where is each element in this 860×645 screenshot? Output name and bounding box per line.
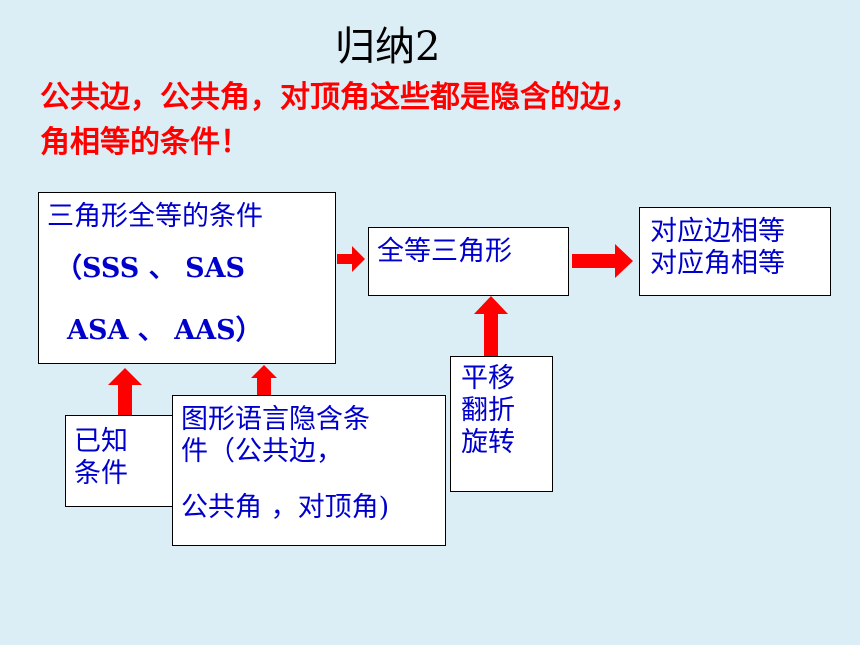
congruent-label: 全等三角形 bbox=[377, 236, 512, 267]
conditions-line-2: （SSS 、 SAS bbox=[55, 253, 246, 284]
congruent-triangles-box: 全等三角形 bbox=[368, 227, 569, 296]
figure-line-2: 件（公共边， bbox=[181, 436, 343, 467]
arrow-figure-to-conditions bbox=[251, 365, 277, 395]
conditions-line-1: 三角形全等的条件 bbox=[47, 201, 263, 232]
known-line-2: 条件 bbox=[74, 458, 128, 489]
arrow-conditions-to-congruent bbox=[337, 246, 365, 272]
highlight-line-2: 角相等的条件！ bbox=[40, 125, 250, 160]
transform-line-2: 翻折 bbox=[461, 395, 515, 426]
result-line-1: 对应边相等 bbox=[650, 216, 785, 247]
known-line-1: 已知 bbox=[74, 426, 128, 457]
known-conditions-box: 已知 条件 bbox=[65, 415, 174, 507]
arrow-congruent-to-result bbox=[572, 244, 633, 278]
implicit-conditions-box: 图形语言隐含条 件（公共边， 公共角 ，对顶角) bbox=[172, 395, 446, 546]
highlight-note: 公共边，公共角，对顶角这些都是隐含的边， 角相等的条件！ bbox=[40, 75, 830, 165]
figure-line-1: 图形语言隐含条 bbox=[181, 404, 370, 435]
transform-line-1: 平移 bbox=[461, 363, 515, 394]
result-line-2: 对应角相等 bbox=[650, 248, 785, 279]
congruence-conditions-box: 三角形全等的条件 （SSS 、 SAS ASA 、 AAS） bbox=[38, 192, 336, 364]
arrow-known-to-conditions bbox=[108, 368, 142, 415]
arrow-transform-to-congruent bbox=[474, 296, 508, 356]
transformations-box: 平移 翻折 旋转 bbox=[450, 356, 553, 492]
slide-title: 归纳2 bbox=[335, 24, 441, 70]
highlight-line-1: 公共边，公共角，对顶角这些都是隐含的边， bbox=[40, 80, 640, 115]
conditions-line-3: ASA 、 AAS） bbox=[67, 315, 263, 346]
corresponding-equal-box: 对应边相等 对应角相等 bbox=[639, 207, 831, 296]
figure-line-3: 公共角 ，对顶角) bbox=[181, 492, 390, 523]
transform-line-3: 旋转 bbox=[461, 427, 515, 458]
